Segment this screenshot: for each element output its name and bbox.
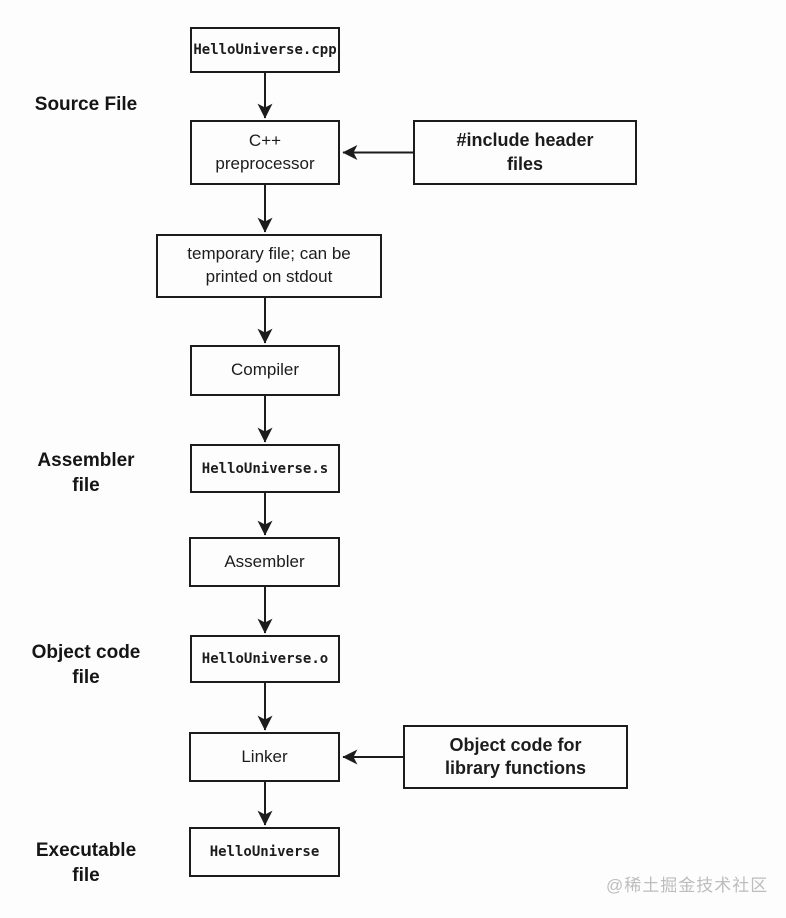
- node-linker: Linker: [189, 732, 340, 782]
- node-object-file: HelloUniverse.o: [190, 635, 340, 683]
- node-label-line: printed on stdout: [205, 267, 333, 286]
- node-compiler: Compiler: [190, 345, 340, 396]
- stage-label-line: Source File: [34, 94, 138, 115]
- stage-label-line: file: [72, 666, 100, 688]
- node-label: HelloUniverse: [209, 844, 320, 860]
- node-source-file: HelloUniverse.cpp: [190, 27, 340, 73]
- annotation-library-objects: Object code for library functions: [403, 725, 628, 789]
- node-label: Linker: [241, 746, 288, 766]
- node-label: Compiler: [230, 360, 300, 380]
- watermark: @稀土掘金技术社区: [606, 876, 769, 895]
- node-executable: HelloUniverse: [189, 827, 340, 877]
- stage-label-line: file: [72, 474, 100, 496]
- node-label-line: C++: [248, 130, 282, 150]
- node-label: Assembler: [224, 551, 305, 571]
- stage-label-assembler-file: Assembler file: [5, 449, 167, 498]
- node-label: HelloUniverse.s: [201, 460, 329, 477]
- stage-label-object-code-file: Object code file: [5, 641, 167, 690]
- stage-label-executable-file: Executable file: [5, 839, 167, 888]
- annotation-line: files: [506, 153, 544, 174]
- annotation-line: #include header: [456, 130, 594, 151]
- node-temporary-file: temporary file; can be printed on stdout: [156, 234, 382, 298]
- node-assembler: Assembler: [189, 537, 340, 587]
- stage-label-source-file: Source File: [5, 93, 167, 118]
- node-label: HelloUniverse.cpp: [193, 42, 337, 58]
- node-label: HelloUniverse.o: [201, 651, 329, 667]
- node-assembly-file: HelloUniverse.s: [190, 444, 340, 493]
- node-preprocessor: C++ preprocessor: [190, 120, 340, 185]
- stage-label-line: file: [72, 864, 100, 886]
- stage-label-line: Assembler: [37, 450, 135, 471]
- annotation-line: Object code for: [449, 734, 582, 755]
- node-label-line: preprocessor: [215, 153, 315, 173]
- stage-label-line: Executable: [35, 840, 137, 861]
- node-label-line: temporary file; can be: [187, 244, 351, 264]
- stage-label-line: Object code: [31, 642, 141, 663]
- annotation-include-headers: #include header files: [413, 120, 637, 185]
- annotation-line: library functions: [444, 758, 587, 778]
